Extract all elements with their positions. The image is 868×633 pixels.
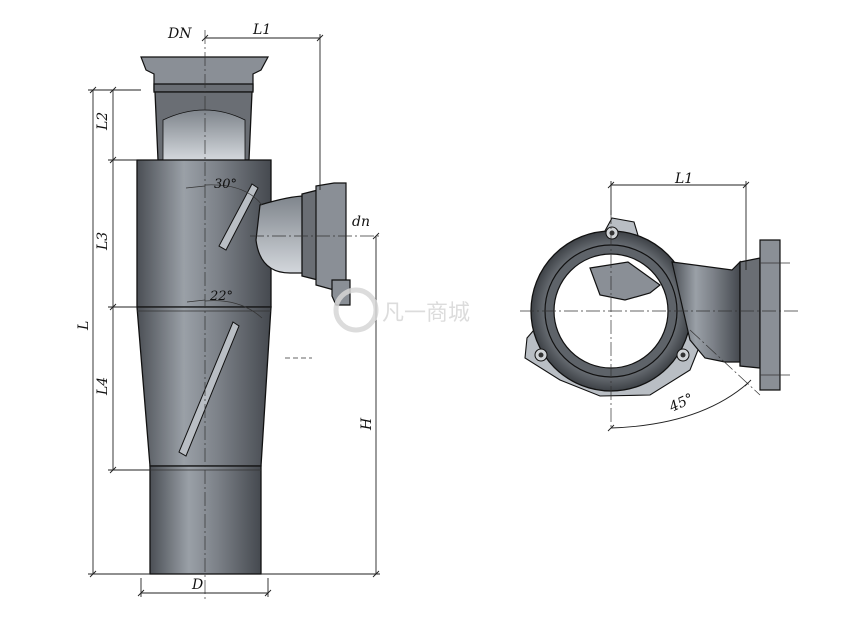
label-l2: L2 [95,112,111,131]
side-branch [255,182,351,306]
label-dn-top: DN [167,26,192,42]
center-line-45 [689,329,761,396]
label-h: H [359,417,375,431]
front-view: DN L1 L2 L3 L4 L D H dn 30° 22° [76,22,380,600]
internal-baffle-bottom [178,321,240,457]
top-socket [140,56,270,161]
label-angle-22: 22° [209,289,233,304]
label-angle-45: 45° [666,391,696,416]
label-l1-front: L1 [252,22,271,38]
label-angle-30: 30° [214,177,237,192]
label-l3: L3 [95,232,111,251]
branch-outlet [671,239,790,391]
label-d: D [191,577,203,593]
bolt-hole-top [605,226,619,240]
watermark: 凡一商城 [333,287,470,333]
angle-arc-bottom [204,300,263,319]
label-l1-top: L1 [674,171,693,187]
angle-arc-top [204,184,263,206]
label-l: L [76,321,92,331]
dimension-lines [88,34,380,597]
bolt-hole-right [676,348,690,362]
label-l4: L4 [95,377,111,396]
dimension-lines-right [607,181,752,432]
top-view: L1 45° [520,171,800,432]
internal-baffle-top [218,183,259,251]
main-barrel [136,159,272,575]
label-dn-branch: dn [352,214,370,230]
watermark-text: 凡一商城 [382,301,470,326]
bolt-hole-left [534,348,548,362]
